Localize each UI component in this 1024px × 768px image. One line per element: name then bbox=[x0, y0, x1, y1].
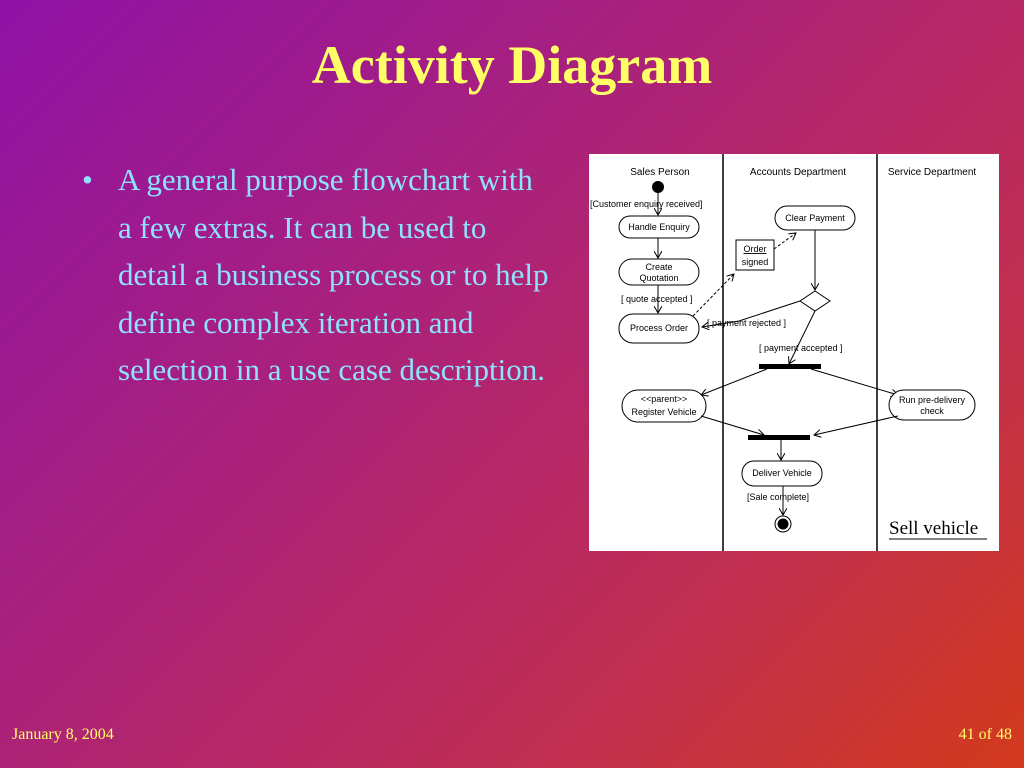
lane-header-accounts: Accounts Department bbox=[750, 167, 846, 178]
flow-predelivery-to-join bbox=[814, 415, 899, 435]
objectflow-order-to-signed bbox=[692, 274, 734, 317]
activity-handle-enquiry bbox=[618, 215, 700, 239]
flow-fork-to-predelivery bbox=[810, 368, 898, 395]
decision-payment bbox=[799, 290, 831, 312]
activity-create-quotation bbox=[618, 258, 700, 286]
join-bar bbox=[748, 435, 810, 440]
activity-process-order bbox=[618, 313, 700, 344]
guard-payment-accepted: [ payment accepted ] bbox=[759, 343, 843, 353]
lane-header-service: Service Department bbox=[888, 167, 977, 178]
flow-payment-accepted bbox=[789, 310, 816, 364]
bullet-item: A general purpose flowchart with a few e… bbox=[82, 156, 552, 394]
object-order-signed-line2: signed bbox=[742, 257, 769, 267]
activity-process-order-label: Process Order bbox=[630, 323, 688, 333]
activity-predelivery-check-label-1: Run pre-delivery bbox=[899, 395, 966, 405]
flow-payment-rejected bbox=[702, 300, 801, 327]
activity-predelivery-check bbox=[888, 389, 976, 421]
guard-payment-rejected: [ payment rejected ] bbox=[707, 318, 786, 328]
bullet-list: A general purpose flowchart with a few e… bbox=[82, 156, 552, 394]
activity-create-quotation-label-1: Create bbox=[645, 262, 672, 272]
activity-deliver-vehicle-label: Deliver Vehicle bbox=[752, 468, 812, 478]
footer-page-number: 41 of 48 bbox=[958, 726, 1012, 743]
guard-sale-complete: [Sale complete] bbox=[747, 492, 809, 502]
final-node-inner bbox=[777, 518, 789, 530]
diagram-caption: Sell vehicle bbox=[889, 518, 978, 539]
fork-bar bbox=[759, 364, 821, 369]
guard-customer-enquiry: [Customer enquiry received] bbox=[590, 199, 703, 209]
flow-register-to-join bbox=[700, 415, 764, 435]
objectflow-signed-to-payment bbox=[773, 233, 796, 250]
activity-create-quotation-label-2: Quotation bbox=[639, 273, 678, 283]
activity-clear-payment-label: Clear Payment bbox=[785, 213, 845, 223]
slide-title: Activity Diagram bbox=[311, 35, 713, 95]
activity-handle-enquiry-label: Handle Enquiry bbox=[628, 222, 690, 232]
flow-fork-to-register bbox=[701, 368, 768, 395]
activity-predelivery-check-label-2: check bbox=[920, 406, 944, 416]
activity-diagram: Sales Person Accounts Department Service… bbox=[589, 154, 999, 551]
object-order-signed bbox=[735, 239, 775, 271]
lane-header-sales: Sales Person bbox=[630, 167, 689, 178]
activity-deliver-vehicle bbox=[741, 460, 823, 487]
activity-register-vehicle bbox=[621, 389, 707, 423]
activity-register-vehicle-label-2: Register Vehicle bbox=[631, 407, 696, 417]
guard-quote-accepted: [ quote accepted ] bbox=[621, 294, 693, 304]
object-order-signed-line1: Order bbox=[743, 244, 766, 254]
initial-node bbox=[652, 181, 664, 193]
activity-register-vehicle-label-1: <<parent>> bbox=[641, 394, 688, 404]
footer-date: January 8, 2004 bbox=[12, 726, 114, 743]
